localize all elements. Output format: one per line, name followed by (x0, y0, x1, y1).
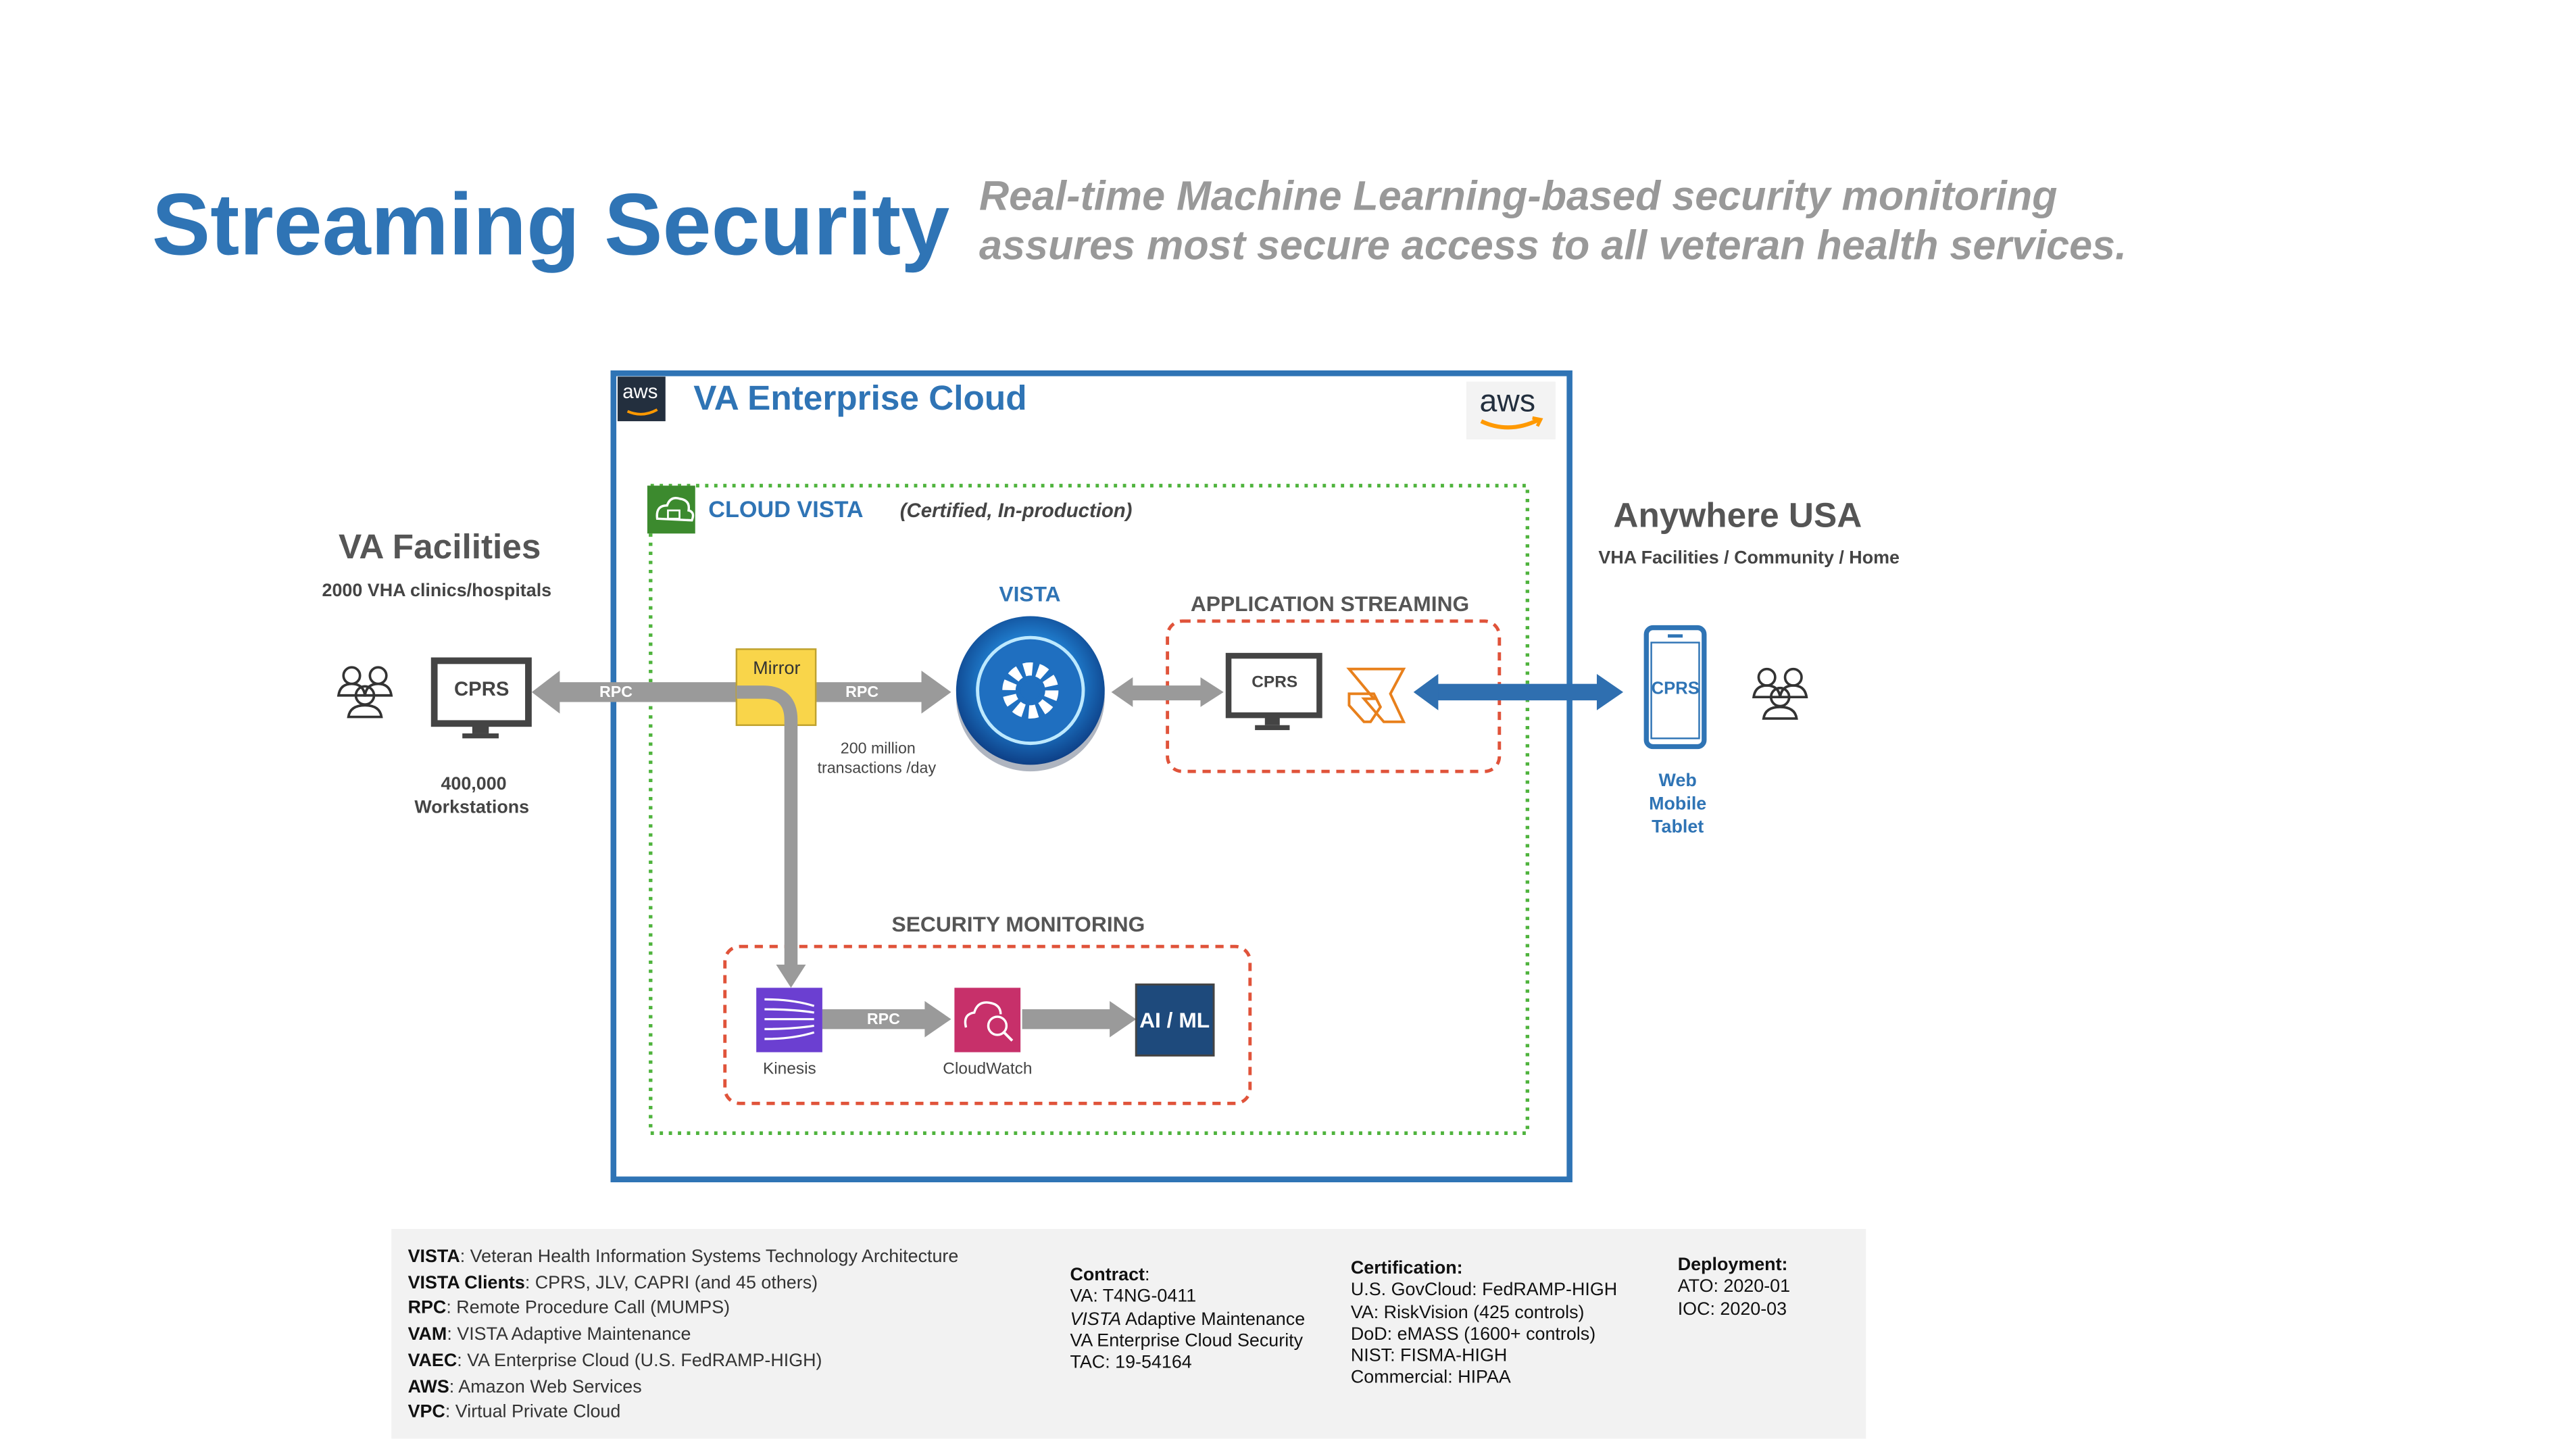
streaming-to-mobile-arrow (1413, 673, 1624, 710)
mobile-cprs-label: CPRS (1651, 679, 1700, 699)
appstream-icon (1346, 667, 1406, 723)
definition-row: VPC: Virtual Private Cloud (407, 1403, 621, 1423)
subtitle-line-2: assures most secure access to all vetera… (979, 222, 2127, 270)
aws-logo-label: aws (1479, 385, 1536, 420)
definition-row: AWS: Amazon Web Services (407, 1376, 642, 1397)
contract-line: TAC: 19-54164 (1070, 1353, 1192, 1374)
deployment-line: ATO: 2020-01 (1677, 1277, 1791, 1297)
device-mobile: Mobile (1649, 794, 1707, 815)
va-facilities-subtitle: 2000 VHA clinics/hospitals (322, 581, 552, 602)
certification-line: NIST: FISMA-HIGH (1350, 1346, 1508, 1367)
definition-row: VISTA Clients: CPRS, JLV, CAPRI (and 45 … (407, 1273, 818, 1293)
vista-label: VISTA (999, 581, 1061, 606)
vista-gear-icon (956, 616, 1105, 772)
enterprise-cloud-title: VA Enterprise Cloud (693, 380, 1027, 418)
device-tablet: Tablet (1652, 817, 1704, 838)
contract-line: VA Enterprise Cloud Security (1070, 1331, 1304, 1351)
users-right-icon (1752, 667, 1808, 720)
subtitle-line-1: Real-time Machine Learning-based securit… (979, 173, 2058, 220)
mirror-to-kinesis-arrow (736, 685, 806, 988)
cloudwatch-icon (954, 988, 1021, 1052)
legend-panel (391, 1229, 1866, 1439)
rpc-right-label: RPC (845, 683, 879, 702)
contract-line: VA: T4NG-0411 (1070, 1287, 1197, 1307)
va-facilities-title: VA Facilities (338, 528, 541, 567)
certification-block: Certification: U.S. GovCloud: FedRAMP-HI… (1351, 1259, 1617, 1390)
page-title: Streaming Security (151, 176, 950, 274)
anywhere-title: Anywhere USA (1613, 497, 1862, 535)
aws-logo-icon (1466, 381, 1556, 439)
mobile-device-icon (1643, 625, 1707, 750)
aws-badge-label: aws (622, 380, 658, 404)
security-monitoring-title: SECURITY MONITORING (891, 911, 1145, 937)
enterprise-cloud-border (610, 370, 1572, 1183)
kinesis-label: Kinesis (762, 1060, 816, 1079)
deployment-line: IOC: 2020-03 (1677, 1299, 1787, 1320)
app-streaming-title: APPLICATION STREAMING (1190, 591, 1470, 616)
definition-row: RPC: Remote Procedure Call (MUMPS) (407, 1299, 730, 1319)
cloudwatch-to-aiml-arrow (1022, 1000, 1137, 1038)
cloud-lock-icon (647, 485, 695, 534)
anywhere-subtitle: VHA Facilities / Community / Home (1598, 548, 1900, 568)
certification-heading: Certification: (1350, 1259, 1463, 1279)
deployment-heading: Deployment: (1677, 1255, 1788, 1276)
transactions-line-2: transactions /day (817, 760, 937, 778)
contract-block: Contract: VA: T4NG-0411 VISTA Adaptive M… (1070, 1265, 1305, 1375)
contract-line: VISTA Adaptive Maintenance (1070, 1309, 1306, 1330)
certification-line: VA: RiskVision (425 controls) (1350, 1303, 1585, 1323)
rpc-left-label: RPC (599, 683, 633, 702)
aiml-label: AI / ML (1139, 1007, 1210, 1033)
device-web: Web (1658, 771, 1697, 792)
left-cprs-label: CPRS (453, 677, 510, 701)
app-cprs-monitor-icon (1225, 652, 1322, 731)
definition-row: VAM: VISTA Adaptive Maintenance (407, 1325, 691, 1345)
kinesis-to-cloudwatch-arrow (822, 1000, 951, 1038)
security-monitoring-box (723, 944, 1252, 1105)
vista-to-app-arrow (1111, 677, 1224, 707)
workstations-label: Workstations (414, 798, 530, 818)
device-types: Web Mobile Tablet (1635, 770, 1720, 840)
aiml-box (1135, 983, 1215, 1057)
workstations-count: 400,000 (441, 775, 507, 795)
definitions-list: VISTA: Veteran Health Information System… (408, 1245, 959, 1427)
contract-heading: Contract (1070, 1265, 1145, 1286)
page-subtitle: Real-time Machine Learning-based securit… (979, 172, 2127, 271)
certification-line: U.S. GovCloud: FedRAMP-HIGH (1350, 1280, 1618, 1301)
rpc-bottom-label: RPC (866, 1011, 900, 1030)
certification-line: DoD: eMASS (1600+ controls) (1350, 1324, 1596, 1345)
cloudwatch-label: CloudWatch (943, 1060, 1033, 1079)
cloud-vista-title: CLOUD VISTA (708, 495, 864, 523)
kinesis-icon (756, 988, 822, 1052)
aws-badge-icon (617, 377, 666, 422)
users-left-icon (337, 666, 393, 719)
transactions-line-1: 200 million (840, 740, 916, 758)
cprs-workstation-icon (430, 657, 532, 739)
certification-line: Commercial: HIPAA (1350, 1368, 1511, 1388)
mirror-label: Mirror (753, 658, 801, 679)
cloud-vista-note: (Certified, In-production) (899, 498, 1133, 523)
deployment-block: Deployment: ATO: 2020-01 IOC: 2020-03 (1678, 1255, 1790, 1321)
definition-row: VAEC: VA Enterprise Cloud (U.S. FedRAMP-… (407, 1351, 822, 1371)
app-cprs-label: CPRS (1252, 673, 1298, 692)
definition-row: VISTA: Veteran Health Information System… (407, 1247, 959, 1267)
